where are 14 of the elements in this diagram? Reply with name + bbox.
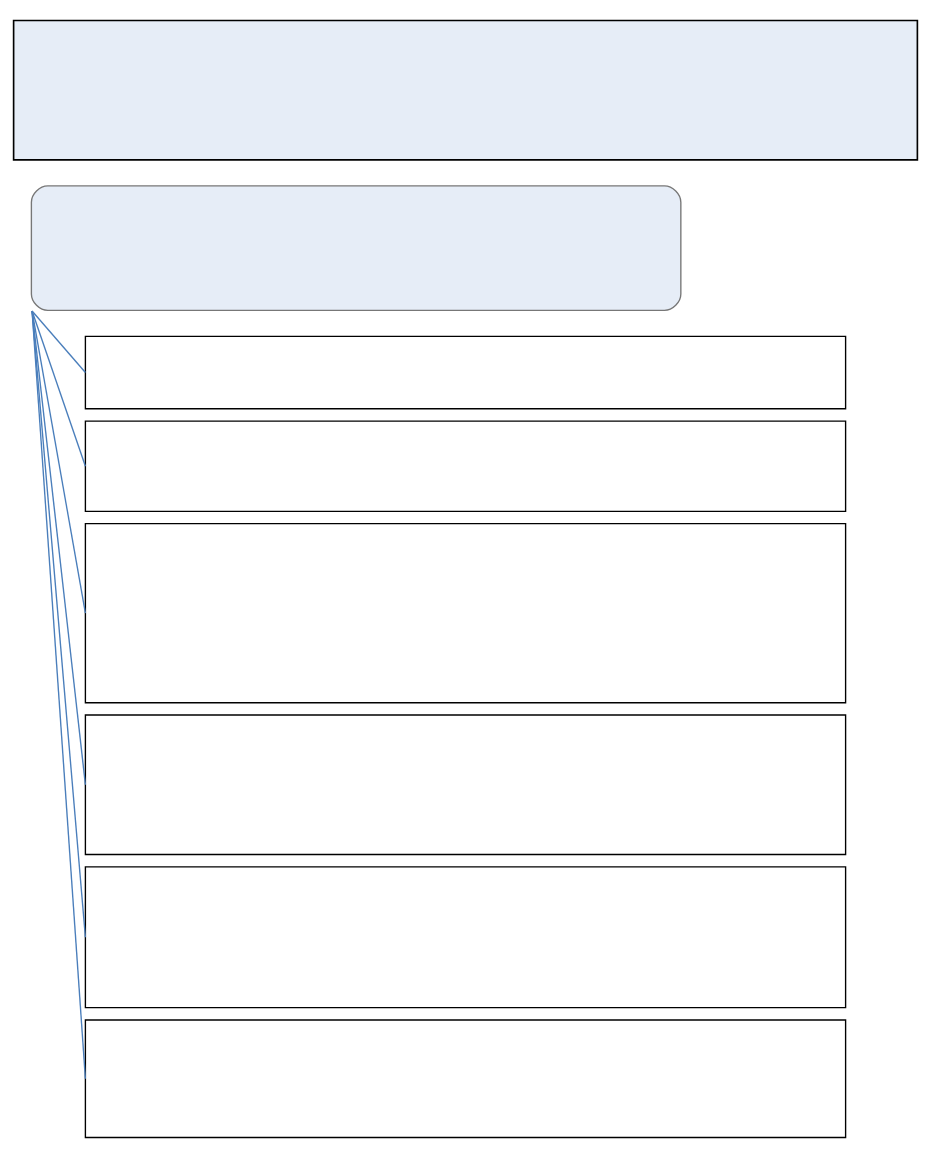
node-box xyxy=(84,714,847,856)
node-box xyxy=(84,1019,847,1139)
node-box xyxy=(84,420,847,512)
connector xyxy=(31,310,87,786)
node-box xyxy=(12,19,919,161)
connector xyxy=(31,310,87,1080)
node-box xyxy=(30,185,682,311)
connector xyxy=(31,310,87,467)
connector xyxy=(31,310,87,614)
node-box xyxy=(84,335,847,410)
connector xyxy=(31,310,87,938)
node-box xyxy=(84,866,847,1009)
node-box xyxy=(84,522,847,704)
connector xyxy=(31,310,87,374)
